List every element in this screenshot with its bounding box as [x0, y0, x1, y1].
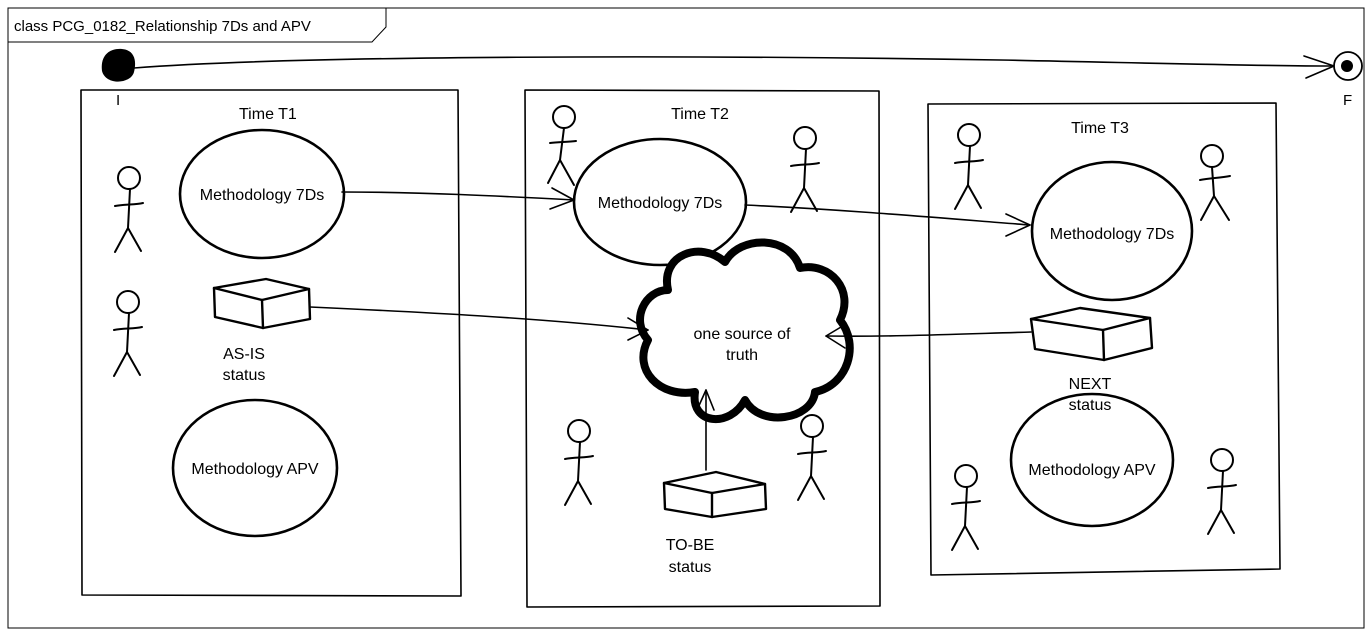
panel-t1-border [80, 89, 462, 597]
t2-to-be-box [662, 470, 768, 519]
flow-to-be-to-cloud [696, 389, 715, 471]
t3-actor-3 [951, 464, 981, 551]
t1-as-is-box [212, 277, 312, 330]
t3-apv-ellipse [1009, 392, 1175, 528]
t3-box-label-1: NEXT [1069, 376, 1112, 393]
frame-title-tab [8, 7, 387, 43]
t2-box-label-1: TO-BE [666, 537, 715, 554]
final-node-inner [1341, 60, 1353, 72]
t1-actor-2 [113, 290, 143, 377]
t3-7ds-label: Methodology 7Ds [1050, 226, 1175, 243]
t1-7ds-ellipse [178, 128, 346, 260]
t1-box-label-1: AS-IS [223, 346, 265, 363]
t2-truth-cloud [636, 238, 854, 424]
t1-apv-label: Methodology APV [191, 461, 319, 478]
initial-node-label: I [116, 92, 120, 109]
t2-box-label-2: status [669, 559, 712, 576]
diagram-frame [7, 7, 1365, 629]
flow-initial-to-final [133, 56, 1333, 69]
flow-next-to-cloud [825, 323, 1032, 349]
final-node-label: F [1343, 92, 1352, 109]
panel-t2-title: Time T2 [671, 106, 729, 123]
flow-t2-7ds-to-t3-7ds [744, 204, 1031, 237]
t2-7ds-label: Methodology 7Ds [598, 195, 723, 212]
t2-cloud-label-1: one source of [694, 326, 792, 343]
t2-actor-1 [547, 105, 577, 186]
panel-t3-title: Time T3 [1071, 120, 1129, 137]
t1-box-label-2: status [223, 367, 266, 384]
frame-title: class PCG_0182_Relationship 7Ds and APV [14, 18, 311, 35]
final-node-outer [1333, 51, 1363, 81]
t3-actor-1 [954, 123, 984, 210]
panel-t3-border [927, 102, 1281, 576]
t2-actor-3 [564, 419, 594, 506]
t3-7ds-ellipse [1030, 160, 1194, 302]
t3-box-label-2: status [1069, 397, 1112, 414]
t2-actor-4 [797, 414, 827, 501]
flow-arrowhead [1303, 55, 1335, 79]
panel-t1-title: Time T1 [239, 106, 297, 123]
t1-actor-1 [114, 166, 144, 253]
t3-actor-2 [1199, 144, 1231, 221]
t1-apv-ellipse [171, 398, 339, 538]
flow-as-is-to-cloud [309, 306, 649, 341]
panel-t2-border [524, 89, 881, 608]
t3-next-box [1029, 306, 1154, 362]
initial-node [101, 48, 136, 82]
t2-7ds-ellipse [572, 137, 748, 267]
t2-cloud-label-2: truth [726, 347, 758, 364]
t1-7ds-label: Methodology 7Ds [200, 187, 325, 204]
t3-actor-4 [1207, 448, 1237, 535]
flow-t1-7ds-to-t2-7ds [341, 187, 575, 210]
t2-actor-2 [790, 126, 820, 213]
t3-apv-label: Methodology APV [1028, 462, 1156, 479]
